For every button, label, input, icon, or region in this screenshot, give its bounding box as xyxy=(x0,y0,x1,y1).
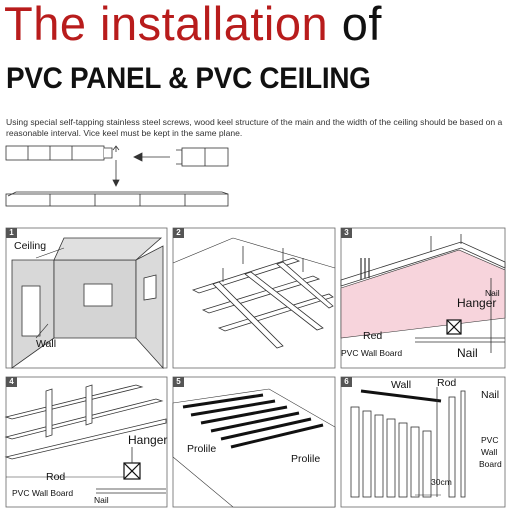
step-4-panel: 4 Hanger Rod PVC Wall Board Nail xyxy=(4,376,168,508)
step-6-panel: 6 Wall Rod Nail PVC Wall Board 30cm xyxy=(340,376,506,508)
step-1-ceiling-label: Ceiling xyxy=(14,240,47,252)
step-5-prolile2-label: Prolile xyxy=(291,453,321,465)
step-4-nail-label: Nail xyxy=(94,495,109,505)
step-4-rod-label: Rod xyxy=(46,471,66,483)
step-4-frame-drawing xyxy=(4,376,168,508)
step-1-badge: 1 xyxy=(6,228,17,238)
step-6-wall-drawing xyxy=(340,376,506,508)
step-1-wall-label: Wall xyxy=(36,338,57,350)
step-1-panel: 1 Ceiling Wall xyxy=(5,227,168,370)
step-6-badge: 6 xyxy=(341,377,352,387)
title-of-text: of xyxy=(341,0,382,50)
description: Using special self-tapping stainless ste… xyxy=(6,117,503,138)
panel-profile-diagram xyxy=(5,145,229,207)
step-4-hanger-label: Hanger xyxy=(128,433,168,447)
step-6-nail-label: Nail xyxy=(481,389,500,401)
step-3-hanger-label: Hanger xyxy=(457,296,497,310)
step-6-spacing-label: 30cm xyxy=(431,477,452,487)
step-3-ceiling-drawing xyxy=(340,227,506,369)
subtitle: PVC PANEL & PVC CEILING xyxy=(6,62,371,95)
step-5-prolile1-label: Prolile xyxy=(187,443,217,455)
step-3-red-label: Red xyxy=(363,330,383,342)
step-2-panel: 2 xyxy=(172,227,336,369)
step-3-panel: 3 Nail Hanger Red PVC Wall Board Nail xyxy=(340,227,506,369)
step-6-wall-label: Wall xyxy=(391,379,412,391)
step-6-board-label: Board xyxy=(479,459,502,469)
step-4-badge: 4 xyxy=(6,377,17,387)
step-3-nail2-label: Nail xyxy=(457,346,478,360)
main-title: The installation of xyxy=(4,0,382,51)
step-2-badge: 2 xyxy=(173,228,184,238)
step-6-pvc-label: PVC xyxy=(481,435,499,445)
step-6-wall2-label: Wall xyxy=(481,447,498,457)
step-5-profile-drawing xyxy=(172,376,336,508)
step-3-badge: 3 xyxy=(341,228,352,238)
step-5-badge: 5 xyxy=(173,377,184,387)
step-5-panel: 5 Prolile Prolile xyxy=(172,376,336,508)
step-4-pvc-wall-board-label: PVC Wall Board xyxy=(12,488,74,498)
step-1-room-drawing xyxy=(5,227,168,370)
step-3-nail-label: Nail xyxy=(485,288,500,298)
step-3-pvc-wall-board-label: PVC Wall Board xyxy=(341,348,403,358)
step-2-grid-drawing xyxy=(172,227,336,369)
step-6-rod-label: Rod xyxy=(437,377,457,389)
title-red-text: The installation xyxy=(4,0,329,50)
